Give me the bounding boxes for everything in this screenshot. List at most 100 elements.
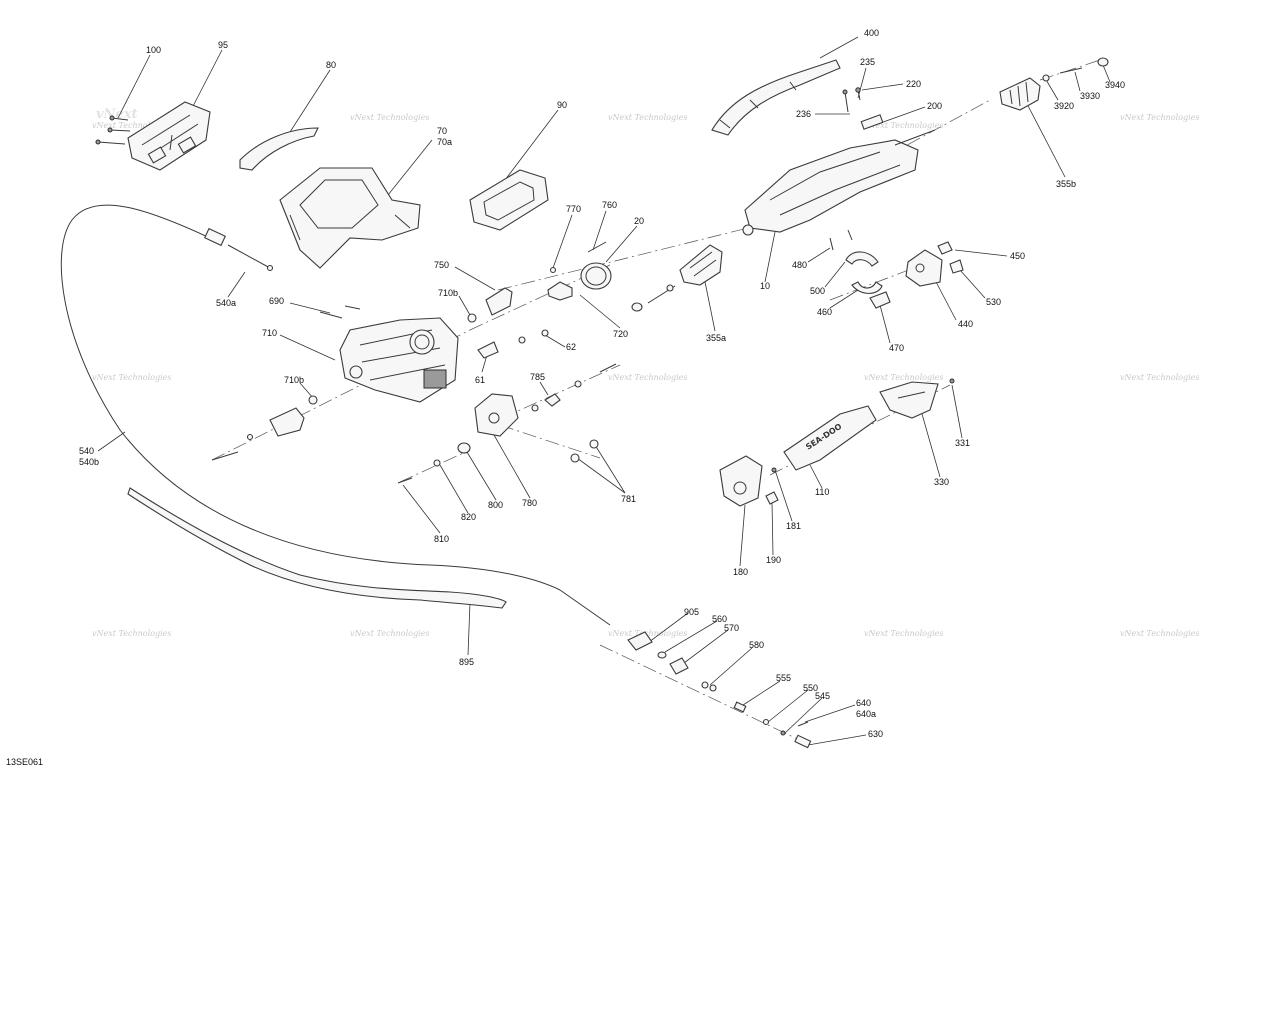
cover-400 <box>711 59 841 136</box>
screw-810 <box>397 477 413 484</box>
callout-710: 710 <box>262 328 277 338</box>
callout-710b-top: 710b <box>438 288 458 298</box>
fitting-905 <box>627 631 653 651</box>
gauge-panel-90 <box>469 169 549 231</box>
bolt-3930 <box>1059 67 1083 74</box>
grip-355b <box>999 77 1041 111</box>
callout-720: 720 <box>613 329 628 339</box>
washer-545 <box>780 730 786 736</box>
callout-400: 400 <box>864 28 879 38</box>
screws-100 <box>95 115 131 145</box>
callout-450: 450 <box>1010 251 1025 261</box>
callout-190: 190 <box>766 555 781 565</box>
callout-220: 220 <box>906 79 921 89</box>
watermark: vNext Technologies <box>864 373 943 382</box>
callout-460: 460 <box>817 307 832 317</box>
callout-640a: 640a <box>856 709 876 719</box>
callout-555: 555 <box>776 673 791 683</box>
callout-540a: 540a <box>216 298 236 308</box>
callout-61: 61 <box>475 375 485 385</box>
coupler-570 <box>669 657 689 675</box>
watermark: vNext Technologies <box>1120 373 1199 382</box>
callout-181: 181 <box>786 521 801 531</box>
callout-10: 10 <box>760 281 770 291</box>
callout-780: 780 <box>522 498 537 508</box>
callout-355a: 355a <box>706 333 726 343</box>
knob-530 <box>949 259 964 274</box>
callout-560: 560 <box>712 614 727 624</box>
callout-70a: 70a <box>437 137 452 147</box>
nut-190 <box>765 491 779 505</box>
callout-545: 545 <box>815 691 830 701</box>
callout-530: 530 <box>986 297 1001 307</box>
knob-450 <box>937 241 953 255</box>
watermark: vNext Technologies <box>608 629 687 638</box>
adjuster-630 <box>794 734 812 749</box>
bracket-95 <box>127 101 211 171</box>
callout-200: 200 <box>927 101 942 111</box>
callout-20: 20 <box>634 216 644 226</box>
callout-62: 62 <box>566 342 576 352</box>
housing-10 <box>742 129 936 236</box>
nut-580-a <box>701 681 709 689</box>
cylinder-750 <box>485 287 513 316</box>
callout-470: 470 <box>889 343 904 353</box>
grip-end-180 <box>719 455 763 507</box>
watermark: vNext Technologies <box>608 373 687 382</box>
bumper-781-b <box>570 453 580 463</box>
callout-70: 70 <box>437 126 447 136</box>
watermark: vNext Technologies <box>1120 113 1199 122</box>
body-710 <box>339 317 459 403</box>
seal-560 <box>657 651 667 659</box>
washer-3920 <box>1042 74 1050 82</box>
callout-180: 180 <box>733 567 748 577</box>
cap-785 <box>544 393 561 407</box>
leader-lines <box>97 36 1111 746</box>
callout-785: 785 <box>530 372 545 382</box>
nut-710b-top <box>467 313 477 323</box>
callout-labels: 100 95 80 70 70a 90 400 235 220 236 200 … <box>79 28 1125 739</box>
switch-housing-780 <box>474 393 519 437</box>
callout-90: 90 <box>557 100 567 110</box>
callout-3930: 3930 <box>1080 91 1100 101</box>
callout-820: 820 <box>461 512 476 522</box>
callout-550: 550 <box>803 683 818 693</box>
callout-480: 480 <box>792 260 807 270</box>
callout-330: 330 <box>934 477 949 487</box>
visor-80 <box>239 127 319 171</box>
sleeve-555 <box>733 701 747 713</box>
callout-630: 630 <box>868 729 883 739</box>
end-cap-3940 <box>1097 57 1109 67</box>
bushing-720 <box>547 281 573 301</box>
diagram-code: 13SE061 <box>6 757 43 767</box>
bolt-690 <box>319 311 343 319</box>
callout-100: 100 <box>146 45 161 55</box>
callout-710b-bottom: 710b <box>284 375 304 385</box>
watermark-layer: vNext vNext Technologies vNext Technolog… <box>92 107 1199 638</box>
cable-end-540a <box>203 227 274 272</box>
throttle-cable-540 <box>60 204 561 591</box>
callout-355b: 355b <box>1056 179 1076 189</box>
callout-80: 80 <box>326 60 336 70</box>
console-frame-70 <box>279 167 421 269</box>
watermark: vNext <box>96 107 137 122</box>
screw-480 <box>829 237 834 251</box>
callout-895: 895 <box>459 657 474 667</box>
watermark: vNext Technologies <box>1120 629 1199 638</box>
handlebar-cover-110: SEA-DOO <box>783 405 877 471</box>
hose-895 <box>127 487 507 609</box>
callout-3940: 3940 <box>1105 80 1125 90</box>
callout-781: 781 <box>621 494 636 504</box>
callout-770: 770 <box>566 204 581 214</box>
screw-331 <box>949 378 955 384</box>
washer-820 <box>433 459 441 467</box>
callout-540: 540 <box>79 446 94 456</box>
nut-62 <box>541 329 549 337</box>
callout-95: 95 <box>218 40 228 50</box>
watermark: vNext Technologies <box>92 121 171 130</box>
clip-61 <box>477 341 499 359</box>
callout-750: 750 <box>434 260 449 270</box>
callout-500: 500 <box>810 286 825 296</box>
callout-810: 810 <box>434 534 449 544</box>
